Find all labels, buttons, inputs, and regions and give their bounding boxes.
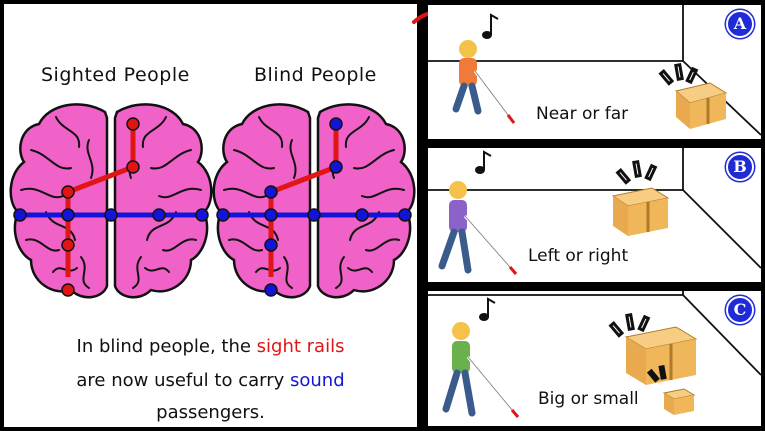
caption-line-1: In blind people, the sight rails <box>76 336 345 357</box>
caption-line-2: are now useful to carry sound <box>76 370 345 391</box>
box-icon <box>674 82 728 129</box>
heading-sighted-people: Sighted People <box>41 64 190 86</box>
big-box-icon <box>624 326 698 385</box>
sound-burst-icon <box>615 160 658 185</box>
label-left-or-right: Left or right <box>528 246 629 266</box>
sound-burst-icon <box>608 313 667 383</box>
room-scene-b <box>428 148 761 275</box>
heading-blind-people: Blind People <box>254 64 377 86</box>
caption-line-3: passengers. <box>156 402 265 423</box>
sound-highlight: sound <box>289 370 345 391</box>
badge-b: B <box>726 153 754 181</box>
box-icon <box>611 187 670 236</box>
music-note-icon <box>475 150 492 174</box>
music-note-icon <box>482 13 499 39</box>
sighted-brain <box>9 103 213 299</box>
sound-burst-icon <box>658 63 699 86</box>
brain-comparison-panel: Sighted People Blind People <box>4 4 417 427</box>
walking-person-icon <box>452 40 516 124</box>
sight-rails-highlight: sight rails <box>256 336 345 357</box>
scene-panel-c: Big or small C <box>428 291 761 426</box>
label-big-or-small: Big or small <box>538 389 639 409</box>
music-note-icon <box>479 297 496 321</box>
scene-panel-b: Left or right B <box>428 148 761 282</box>
walking-person-icon <box>442 322 520 418</box>
blind-brain <box>212 103 416 299</box>
scene-panel-a: Near or far A <box>428 5 761 139</box>
room-scene-a <box>428 5 761 136</box>
label-near-or-far: Near or far <box>536 104 629 124</box>
badge-c: C <box>726 296 754 324</box>
small-box-icon <box>662 388 696 415</box>
room-scene-c <box>428 291 761 418</box>
walking-person-icon <box>438 181 518 275</box>
brains-diagram <box>9 103 416 299</box>
badge-a: A <box>726 10 754 38</box>
